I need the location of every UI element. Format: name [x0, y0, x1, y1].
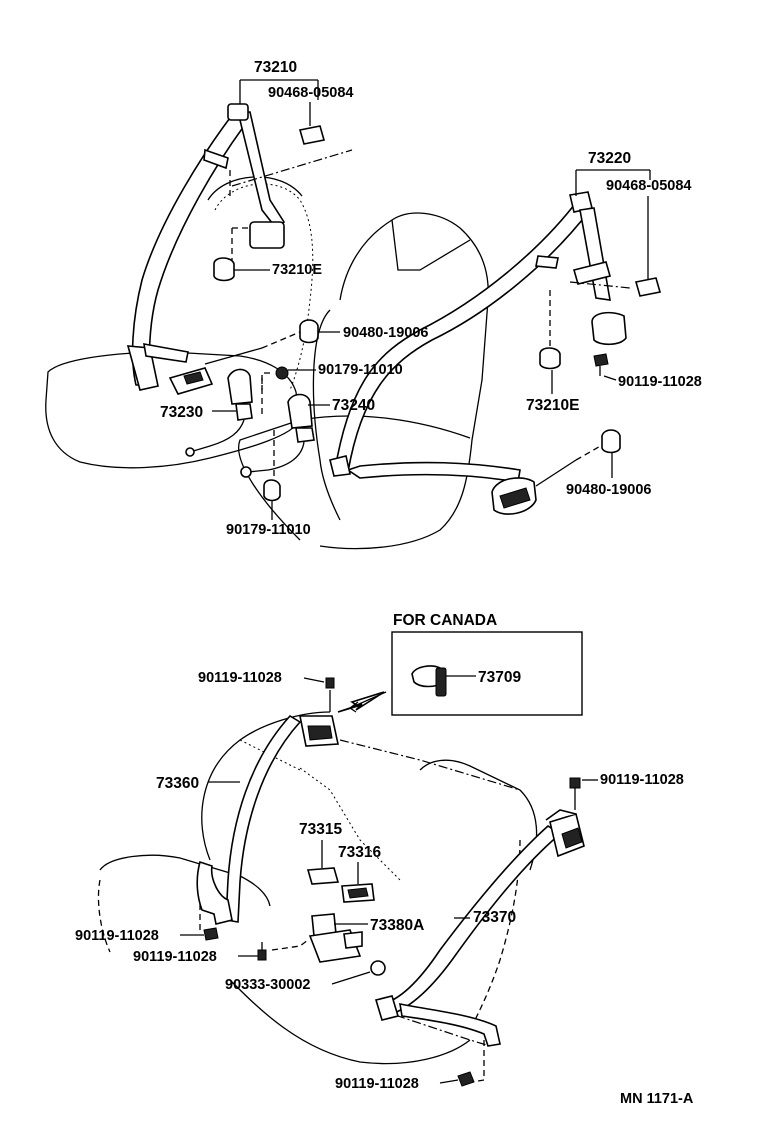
label-73240: 73240: [332, 397, 375, 414]
label-90119-11028-front: 90119-11028: [618, 374, 702, 390]
label-90119-11028-rear-bottom: 90119-11028: [335, 1076, 419, 1092]
label-73315: 73315: [299, 821, 342, 838]
label-73709: 73709: [478, 669, 521, 686]
canada-inset: FOR CANADA 73709: [337, 612, 583, 716]
label-73210E-left: 73210E: [272, 262, 322, 278]
label-90333-30002: 90333-30002: [225, 977, 310, 993]
label-90119-11028-rear-left2: 90119-11028: [133, 949, 217, 965]
label-90179-11010-top: 90179-11010: [318, 362, 403, 378]
label-90119-11028-rear-right: 90119-11028: [600, 772, 684, 788]
label-73360: 73360: [156, 775, 199, 792]
canada-box-frame: [391, 631, 583, 716]
label-73220: 73220: [588, 150, 631, 167]
rear-labels: 90119-11028 73360 90119-11028 73315 7331…: [75, 670, 694, 1107]
label-73210: 73210: [254, 59, 297, 76]
label-90480-19006-left: 90480-19006: [343, 325, 428, 341]
label-90468-05084-left: 90468-05084: [268, 85, 353, 101]
pointer-arrow-icon: [337, 691, 385, 713]
label-73210E-right: 73210E: [526, 397, 579, 414]
label-73230: 73230: [160, 404, 203, 421]
front-left-seat-group: [45, 103, 353, 469]
front-right-seat-group: [238, 191, 662, 550]
label-73380A: 73380A: [370, 917, 424, 934]
label-90480-19006-right: 90480-19006: [566, 482, 651, 498]
label-90468-05084-right: 90468-05084: [606, 178, 691, 194]
label-90119-11028-rear-top: 90119-11028: [198, 670, 282, 686]
canada-title: FOR CANADA: [393, 612, 497, 629]
label-73316: 73316: [338, 844, 381, 861]
label-73370: 73370: [473, 909, 516, 926]
label-90179-11010-bottom: 90179-11010: [226, 522, 311, 538]
diagram-code: MN 1171-A: [620, 1091, 694, 1107]
rear-seat-group: [97, 677, 585, 1087]
front-labels: 73210 90468-05084 73210E 90480-19006 901…: [160, 59, 702, 538]
label-90119-11028-rear-left1: 90119-11028: [75, 928, 159, 944]
